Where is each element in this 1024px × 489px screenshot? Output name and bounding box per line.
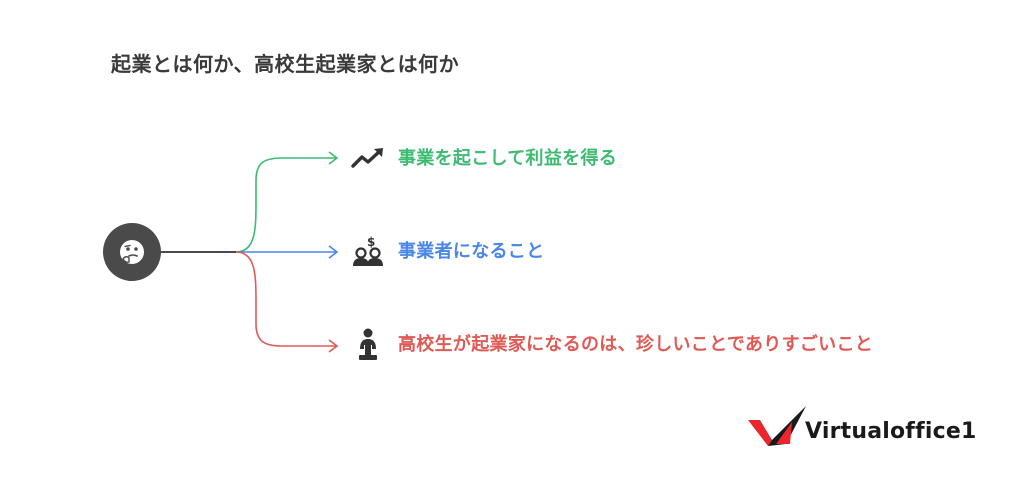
branch-arrow-3 bbox=[328, 339, 339, 353]
svg-text:$: $ bbox=[367, 235, 375, 249]
business-people-icon: $ bbox=[353, 235, 383, 266]
branch-connector-3 bbox=[235, 251, 336, 347]
branch-label-1: 事業を起こして利益を得る bbox=[398, 148, 618, 169]
root-node bbox=[103, 223, 161, 281]
branch-label-3: 高校生が起業家になるのは、珍しいことでありすごいこと bbox=[398, 334, 874, 355]
brand-logo-text: Virtualoffice1 bbox=[805, 419, 977, 444]
trending-up-icon bbox=[351, 148, 383, 168]
branch-arrow-1 bbox=[328, 151, 339, 165]
brand-logo-mark bbox=[748, 406, 806, 446]
branch-label-2: 事業者になること bbox=[398, 241, 545, 262]
brand-logo: Virtualoffice1 bbox=[746, 404, 986, 452]
branch-connector-1 bbox=[235, 157, 336, 253]
person-podium-icon bbox=[359, 328, 377, 360]
branch-arrow-2 bbox=[328, 245, 339, 259]
diagram-title: 起業とは何か、高校生起業家とは何か bbox=[111, 52, 460, 76]
thinking-face-icon bbox=[120, 240, 144, 264]
